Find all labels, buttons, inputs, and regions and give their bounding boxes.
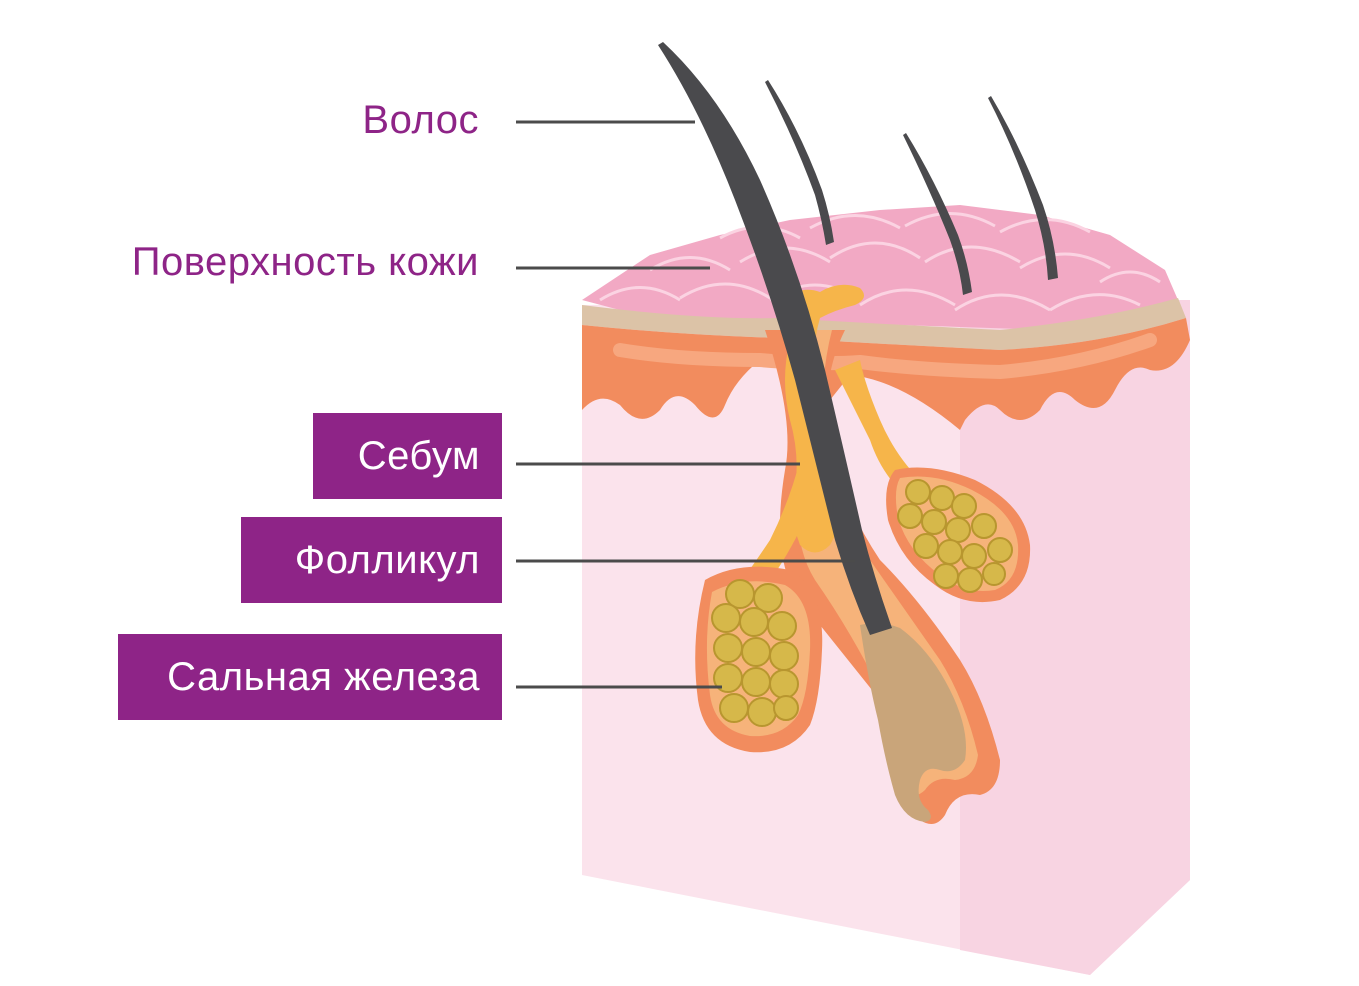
- hair-shaft: [658, 42, 892, 635]
- epidermis-band: [582, 298, 1186, 350]
- sebum-duct-right: [835, 360, 920, 490]
- hair-bulb: [860, 623, 966, 822]
- skin-block-right-face: [960, 300, 1190, 975]
- sebum-duct-left: [735, 460, 818, 600]
- sebaceous-gland-right: [886, 467, 1031, 603]
- hair-2: [765, 80, 834, 245]
- hair-3: [903, 133, 972, 295]
- label-follicle: Фолликул: [241, 517, 502, 603]
- leader-lines: [516, 120, 855, 689]
- dermis-layer: [582, 318, 1190, 430]
- label-hair: Волос: [362, 97, 479, 142]
- label-sebum: Себум: [313, 413, 502, 499]
- sebaceous-gland-left: [695, 566, 823, 753]
- label-skin-surface: Поверхность кожи: [131, 239, 479, 284]
- label-sebaceous-gland: Сальная железа: [118, 634, 502, 720]
- hair-4: [988, 96, 1058, 280]
